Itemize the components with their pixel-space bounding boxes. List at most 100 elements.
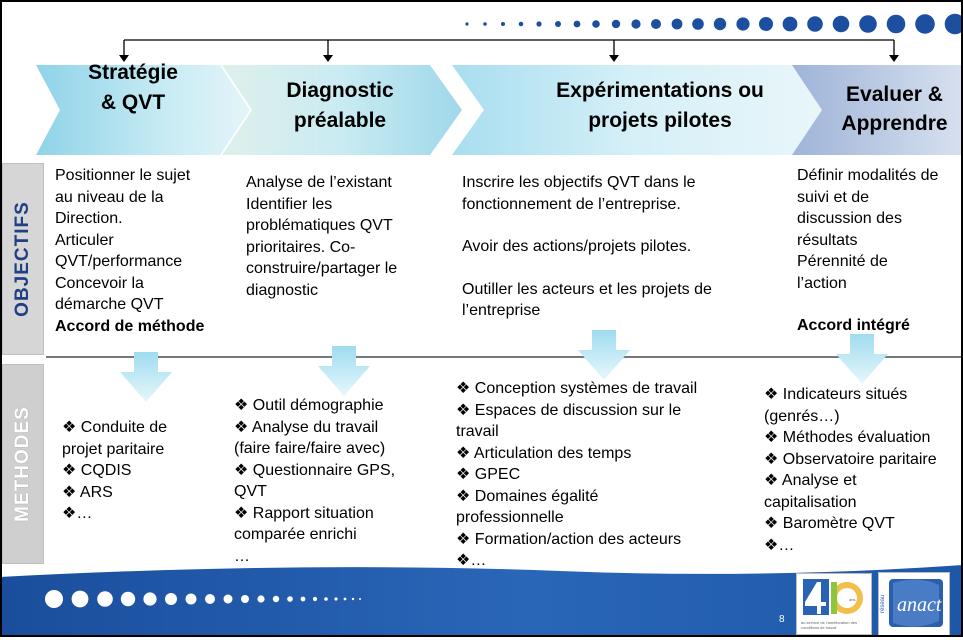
objectifs-column-2: Analyse de l’existant Identifier les pro… xyxy=(246,172,446,301)
anact-40-years-logo: ans au service de l’amélioration des con… xyxy=(796,573,872,635)
methode-item: ❖ Questionnaire GPS, xyxy=(234,461,396,479)
methode-item: comparée enrichi xyxy=(234,526,357,543)
objectif-line: résultats xyxy=(797,231,858,249)
phase-title-line: Diagnostic xyxy=(286,79,394,102)
methode-item: ❖ Baromètre QVT xyxy=(764,515,895,532)
methode-item: (genrés…) xyxy=(764,407,840,425)
objectif-line: fonctionnement de l’entreprise. xyxy=(462,195,681,213)
methode-item: ❖… xyxy=(764,536,795,554)
footer-band xyxy=(0,565,963,637)
down-arrow xyxy=(836,334,888,384)
methode-item: ❖ Articulation des temps xyxy=(456,444,632,462)
methode-item: ❖ Indicateurs situés xyxy=(764,386,908,403)
objectif-line: Direction. xyxy=(55,210,123,227)
phase-experimentations: Expérimentations ou projets pilotes xyxy=(520,76,800,137)
phase-connector xyxy=(119,39,899,62)
objectifs-column-4: Définir modalités de suivi et de discuss… xyxy=(797,165,963,337)
methodes-column-2: ❖ Outil démographie ❖ Analyse du travail… xyxy=(234,395,449,567)
objectif-line: Articuler xyxy=(55,231,114,249)
methodes-label-text: METHODES xyxy=(12,406,33,522)
phase-arrows xyxy=(36,65,963,155)
anact-emblem-icon xyxy=(889,579,943,627)
logo-anact-text: anact xyxy=(897,594,942,616)
phase-arrow-3 xyxy=(452,65,824,155)
objectif-line: Concevoir la xyxy=(55,274,144,292)
objectif-line: suivi et de xyxy=(797,188,870,206)
objectif-accord-methode: Accord de méthode xyxy=(55,317,205,335)
phase-diagnostic: Diagnostic préalable xyxy=(255,76,425,137)
objectif-line: Positionner le sujet xyxy=(55,167,191,184)
methodes-column-4: ❖ Indicateurs situés (genrés…) ❖ Méthode… xyxy=(764,384,963,556)
objectif-line: Inscrire les objectifs QVT dans le xyxy=(462,174,696,191)
phase-title-line: & QVT xyxy=(100,91,166,115)
phase-title-line: Expérimentations ou xyxy=(556,79,764,102)
objectif-line: discussion des xyxy=(797,210,902,227)
methode-item: ❖ Rapport situation xyxy=(234,504,374,522)
logo-caption: au service de l’amélioration des conditi… xyxy=(801,620,858,630)
methode-item: ❖… xyxy=(456,552,487,569)
page-number: 8 xyxy=(779,614,785,625)
phase-arrow-1 xyxy=(36,65,250,155)
methode-item: ❖ Outil démographie xyxy=(234,397,384,414)
phase-strategie: Stratégie & QVT xyxy=(48,58,218,119)
phase-title-line: préalable xyxy=(293,109,387,133)
methode-item: … xyxy=(234,547,250,565)
objectif-line: démarche QVT xyxy=(55,296,164,313)
methode-item: ❖ Méthodes évaluation xyxy=(764,429,931,446)
methodes-column-3: ❖ Conception systèmes de travail ❖ Espac… xyxy=(456,378,766,572)
objectif-accord-integre: Accord intégré xyxy=(797,317,910,334)
down-arrow xyxy=(120,352,172,402)
objectif-line: prioritaires. Co- xyxy=(246,238,356,256)
phase-arrow-4 xyxy=(792,65,963,155)
methode-item: ❖ Observatoire paritaire xyxy=(764,450,937,468)
objectif-line: l’entreprise xyxy=(462,302,541,319)
methode-item: ❖ Formation/action des acteurs xyxy=(456,530,682,548)
objectifs-column-1: Positionner le sujet au niveau de la Dir… xyxy=(55,165,235,337)
objectif-line: Avoir des actions/projets pilotes. xyxy=(462,238,692,255)
methode-item: ❖ Espaces de discussion sur le xyxy=(456,401,682,419)
methodes-label: METHODES xyxy=(2,364,44,564)
methode-item: ❖ CQDIS xyxy=(62,462,132,479)
methode-item: ❖ Analyse du travail xyxy=(234,418,379,436)
methode-item: capitalisation xyxy=(764,493,857,511)
methode-item: ❖ GPEC xyxy=(456,466,521,483)
methode-item: ❖ Analyse et xyxy=(764,472,857,489)
methode-item: projet paritaire xyxy=(62,440,165,458)
objectif-line xyxy=(462,215,762,236)
phase-title-line: Stratégie xyxy=(88,61,178,84)
methode-item: ❖… xyxy=(62,505,93,522)
phase-title-line: Evaluer & xyxy=(846,83,943,106)
methode-item: professionnelle xyxy=(456,509,564,526)
objectif-line: Définir modalités de xyxy=(797,167,939,184)
objectif-line: Outiller les acteurs et les projets de xyxy=(462,280,712,298)
objectif-line: Pérennité de xyxy=(797,253,888,270)
phase-evaluer: Evaluer & Apprendre xyxy=(826,80,963,139)
anact-logo: anact réseau xyxy=(878,572,950,636)
objectifs-label-text: OBJECTIFS xyxy=(12,201,33,317)
methode-item: QVT xyxy=(234,483,267,500)
down-arrow xyxy=(318,346,370,396)
objectif-line xyxy=(462,258,762,279)
objectif-line: Identifier les xyxy=(246,195,333,213)
down-arrow xyxy=(578,330,630,380)
objectifs-label: OBJECTIFS xyxy=(2,163,44,355)
phase-title-line: projets pilotes xyxy=(588,109,732,133)
methode-item: travail xyxy=(456,423,499,440)
objectif-line: problématiques QVT xyxy=(246,217,393,234)
methodes-column-1: ❖ Conduite de projet paritaire ❖ CQDIS ❖… xyxy=(62,417,232,525)
row-divider xyxy=(46,356,963,358)
phase-arrow-2 xyxy=(222,65,462,155)
forty-years-emblem-icon xyxy=(803,579,863,615)
objectif-line: Analyse de l’existant xyxy=(246,174,392,191)
objectif-line: l’action xyxy=(797,274,847,292)
methode-item: ❖ Domaines égalité xyxy=(456,487,599,505)
objectifs-column-3: Inscrire les objectifs QVT dans le fonct… xyxy=(462,172,762,322)
objectif-line: au niveau de la xyxy=(55,188,164,206)
methode-item: ❖ ARS xyxy=(62,483,113,501)
methode-item: ❖ Conception systèmes de travail xyxy=(456,380,698,397)
phase-title-line: Apprendre xyxy=(841,112,948,136)
logo-ans-text: ans xyxy=(849,597,856,602)
logo-reseau-text: réseau xyxy=(880,594,886,613)
objectif-line: QVT/performance xyxy=(55,253,183,270)
